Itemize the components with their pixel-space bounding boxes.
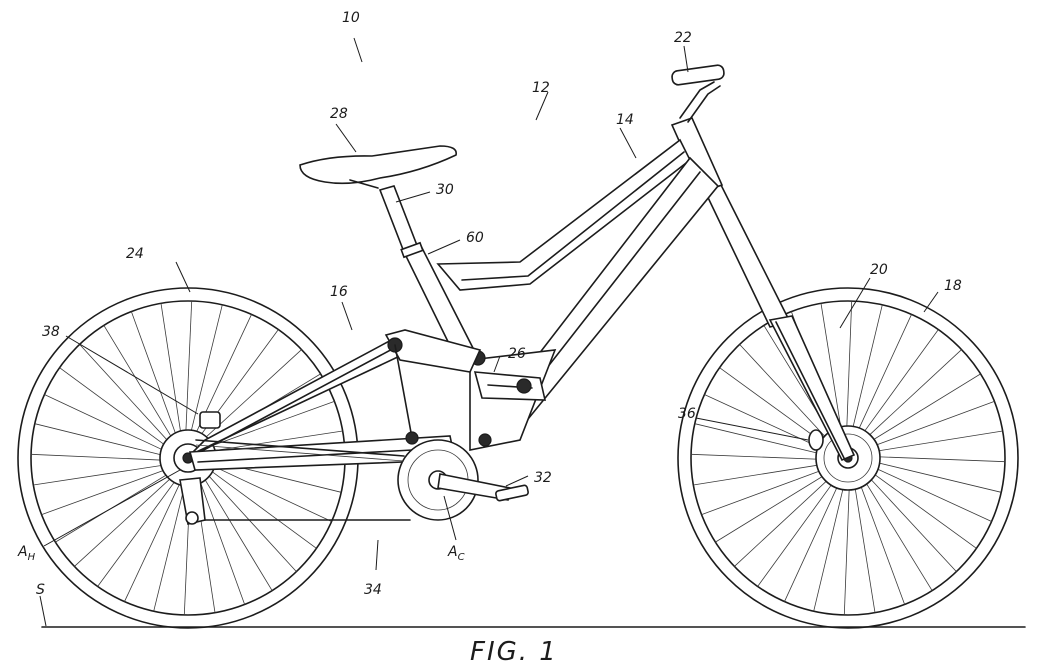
spoke bbox=[131, 311, 181, 447]
label-handlebar: 22 bbox=[674, 30, 692, 46]
spoke bbox=[849, 314, 912, 449]
rear-shock bbox=[470, 350, 547, 401]
spoke bbox=[856, 461, 977, 549]
label-frame: 12 bbox=[532, 80, 550, 96]
spoke bbox=[200, 430, 343, 453]
crank-arm bbox=[437, 473, 511, 501]
spoke bbox=[853, 466, 905, 605]
spoke bbox=[813, 467, 849, 612]
spoke bbox=[59, 367, 176, 453]
label-front-brake: 36 bbox=[678, 406, 696, 422]
spoke bbox=[195, 469, 245, 605]
spoke bbox=[851, 329, 939, 450]
spoke bbox=[739, 344, 840, 453]
spoke bbox=[701, 463, 840, 515]
seat-clamp bbox=[400, 241, 424, 259]
rear-triangle bbox=[188, 329, 482, 471]
label-drivetrain: 34 bbox=[364, 582, 382, 598]
spoke bbox=[757, 466, 845, 587]
spoke bbox=[197, 467, 273, 591]
spoke bbox=[693, 461, 839, 486]
spoke bbox=[30, 453, 175, 462]
label-front-hub: 20 bbox=[870, 262, 888, 278]
label-crank-axis: AC bbox=[447, 544, 465, 563]
label-ground: S bbox=[36, 582, 45, 598]
saddle bbox=[299, 145, 457, 185]
spoke bbox=[856, 401, 995, 453]
spoke bbox=[851, 467, 876, 613]
pedal bbox=[495, 484, 529, 502]
reference-numerals: 10 12 14 28 30 60 22 24 18 20 38 16 26 3… bbox=[17, 10, 962, 598]
spoke bbox=[34, 423, 175, 459]
spoke bbox=[857, 457, 1002, 493]
spoke bbox=[97, 470, 183, 587]
spoke bbox=[74, 469, 181, 567]
spoke bbox=[79, 344, 177, 451]
label-seat-post: 30 bbox=[436, 182, 454, 198]
spoke bbox=[715, 464, 842, 543]
spoke bbox=[124, 471, 186, 602]
spoke bbox=[784, 467, 847, 602]
label-rear-wheel: 24 bbox=[126, 246, 144, 262]
rear-brake-caliper bbox=[199, 411, 221, 429]
spoke bbox=[195, 349, 302, 447]
label-rear-brake: 38 bbox=[42, 324, 60, 340]
spoke bbox=[184, 300, 193, 445]
label-seat-clamp: 60 bbox=[466, 230, 484, 246]
label-shock: 26 bbox=[508, 346, 526, 362]
rear-derailleur bbox=[179, 477, 206, 525]
spoke bbox=[857, 430, 1003, 455]
spoke bbox=[853, 349, 962, 450]
label-front-wheel: 18 bbox=[944, 278, 962, 294]
spoke bbox=[857, 459, 992, 522]
figure-caption: FIG. 1 bbox=[470, 637, 558, 667]
spoke bbox=[187, 304, 223, 445]
spoke bbox=[694, 423, 839, 459]
label-saddle: 28 bbox=[330, 106, 348, 122]
spoke bbox=[201, 460, 332, 522]
spoke bbox=[160, 303, 183, 446]
spoke bbox=[33, 463, 176, 486]
seat-stay bbox=[189, 336, 404, 456]
spoke bbox=[856, 463, 957, 572]
leader-lines bbox=[39, 37, 939, 627]
seat-assembly bbox=[299, 145, 457, 259]
spoke bbox=[41, 465, 177, 515]
spoke bbox=[690, 453, 839, 461]
spoke bbox=[199, 465, 297, 572]
spoke bbox=[847, 304, 883, 449]
spoke bbox=[734, 466, 843, 567]
handlebar-assembly bbox=[670, 64, 725, 193]
label-rear-triangle: 16 bbox=[330, 284, 348, 300]
spoke bbox=[44, 394, 175, 456]
front-brake-caliper bbox=[808, 429, 824, 451]
seat-post bbox=[378, 185, 420, 253]
label-rear-axis: AH bbox=[17, 544, 36, 563]
spoke bbox=[854, 464, 933, 591]
label-bicycle: 10 bbox=[342, 10, 360, 26]
chain bbox=[195, 439, 411, 521]
label-front-triangle: 14 bbox=[616, 112, 634, 128]
front-fork bbox=[700, 182, 856, 462]
crankset bbox=[397, 439, 529, 521]
spoke bbox=[854, 373, 981, 452]
label-crank: 32 bbox=[534, 470, 552, 486]
handlebar-grip bbox=[671, 64, 725, 86]
spoke bbox=[103, 325, 179, 449]
spoke bbox=[845, 300, 853, 449]
spoke bbox=[843, 467, 851, 616]
spoke bbox=[200, 463, 317, 549]
spoke bbox=[857, 455, 1006, 463]
